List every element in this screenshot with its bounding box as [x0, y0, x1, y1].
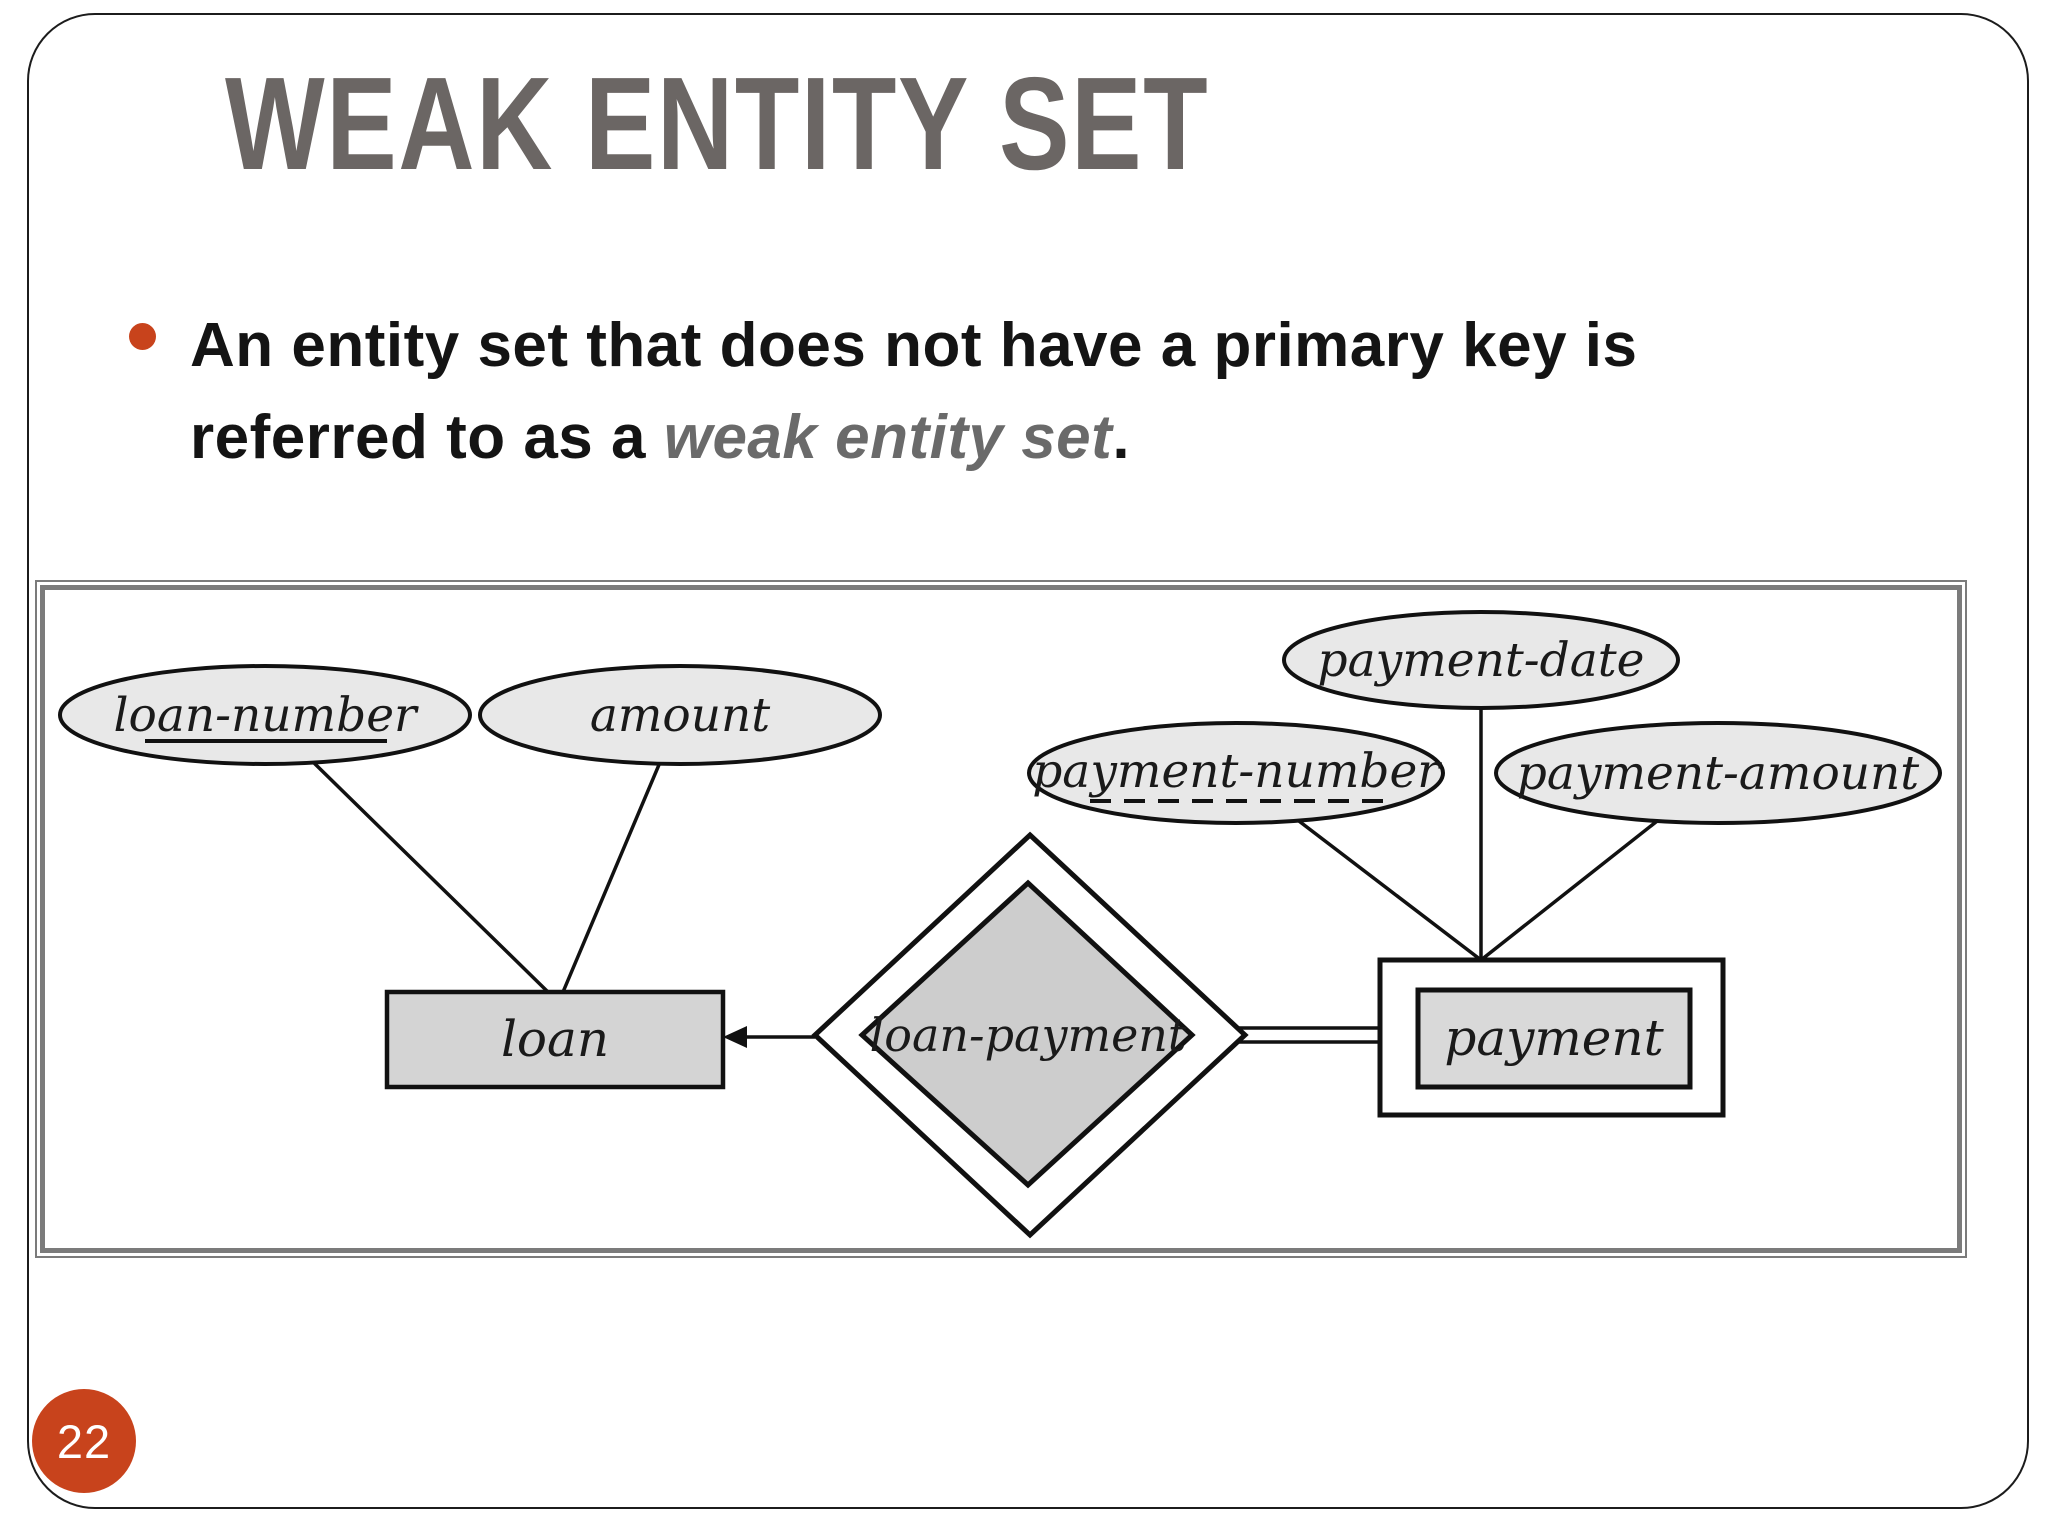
relationship-label-loan-payment: loan-payment [870, 1008, 1187, 1062]
attribute-ellipse-payment-date [1282, 610, 1680, 710]
attribute-label-amount: amount [590, 688, 770, 743]
bullet-line2-emphasis: weak entity set [663, 403, 1113, 472]
attribute-ellipse-amount [478, 664, 882, 766]
bullet-text: An entity set that does not have a prima… [190, 300, 1930, 484]
entity-label-loan: loan [501, 1010, 609, 1068]
entity-label-payment: payment [1444, 1009, 1664, 1067]
diagram-frame-inner: loan-number amount payment-date payment-… [50, 595, 1952, 1243]
arrowhead-to-loan [723, 1026, 747, 1048]
attribute-ellipse-payment-amount [1494, 721, 1942, 825]
attribute-label-payment-number: payment-number [1032, 744, 1442, 799]
bullet-line1: An entity set that does not have a prima… [190, 311, 1638, 380]
diagram-frame-mid: loan-number amount payment-date payment-… [40, 585, 1962, 1253]
attribute-ellipse-payment-number [1027, 721, 1445, 825]
slide-border [27, 13, 2029, 1509]
attribute-label-payment-amount: payment-amount [1517, 746, 1920, 801]
attribute-label-loan-number: loan-number [114, 688, 420, 743]
page-number: 22 [56, 1414, 112, 1468]
entity-rect-payment-inner [1415, 987, 1693, 1090]
er-diagram: loan-number amount payment-date payment-… [58, 610, 1942, 1239]
bullet-line2-suffix: . [1112, 403, 1131, 472]
bullet-line2-prefix: referred to as a [190, 403, 664, 472]
diagram-frame: loan-number amount payment-date payment-… [35, 580, 1967, 1258]
bullet-icon [129, 323, 156, 350]
page-title: WEAK ENTITY SET [225, 50, 1210, 197]
attribute-label-payment-date: payment-date [1318, 633, 1645, 688]
page-number-badge: 22 [32, 1389, 136, 1493]
entity-rect-loan [384, 989, 726, 1090]
relationship-diamond-inner [858, 879, 1196, 1189]
